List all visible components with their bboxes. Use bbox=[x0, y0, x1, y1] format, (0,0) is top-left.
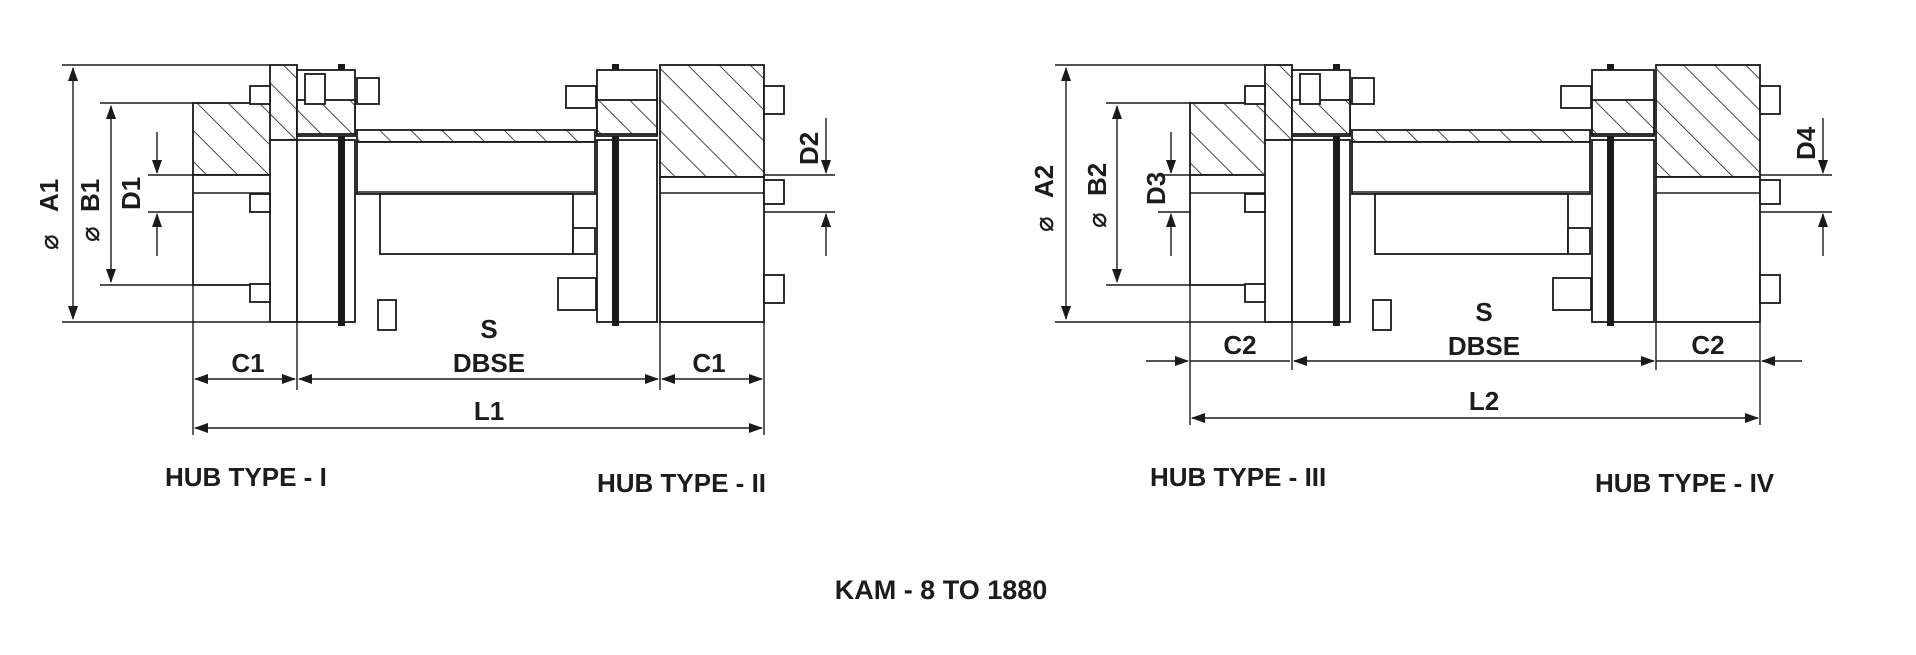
dim-l1-label: L1 bbox=[474, 396, 504, 426]
hub-type-iv-caption: HUB TYPE - IV bbox=[1595, 468, 1775, 498]
dim-b1-symbol: ⌀ bbox=[75, 226, 105, 242]
dim-s-label: S bbox=[1475, 297, 1492, 327]
dim-b2-label: B2 bbox=[1082, 163, 1112, 196]
dim-d3-label: D3 bbox=[1141, 172, 1171, 205]
dim-a2-label: A2 bbox=[1029, 165, 1059, 198]
dim-l2-label: L2 bbox=[1469, 386, 1499, 416]
hub-type-ii-caption: HUB TYPE - II bbox=[597, 468, 766, 498]
right-hub-section bbox=[659, 64, 765, 178]
dim-c1-right-label: C1 bbox=[692, 348, 725, 378]
dim-dbse-label: DBSE bbox=[453, 348, 525, 378]
hub-type-i-caption: HUB TYPE - I bbox=[165, 462, 327, 492]
diagram-title: KAM - 8 TO 1880 bbox=[835, 575, 1048, 605]
dim-d4-label: D4 bbox=[1791, 126, 1821, 160]
dim-b2-symbol: ⌀ bbox=[1082, 212, 1112, 228]
right-assembly: ⌀ A2 ⌀ B2 D3 D4 C2 S DBSE C2 bbox=[1029, 64, 1832, 498]
left-assembly: ⌀ A1 ⌀ B1 D1 D2 C1 S DBSE C1 L1 bbox=[34, 64, 835, 498]
dim-d2-label: D2 bbox=[794, 132, 824, 165]
right-hub-section bbox=[1655, 64, 1761, 178]
dim-a2-symbol: ⌀ bbox=[1029, 216, 1059, 232]
left-hub-flange bbox=[269, 139, 298, 323]
left-disc-pack bbox=[296, 139, 356, 323]
left-spacer bbox=[356, 141, 596, 195]
dim-c2-left-label: C2 bbox=[1223, 330, 1256, 360]
dim-a1-symbol: ⌀ bbox=[34, 234, 64, 250]
right-hub-body bbox=[659, 176, 765, 323]
right-spacer bbox=[1351, 141, 1591, 195]
right-spacer-section bbox=[1351, 129, 1591, 143]
dim-d1-label: D1 bbox=[116, 177, 146, 210]
left-hub-flange-section bbox=[269, 64, 298, 141]
right-disc-pack bbox=[1591, 139, 1655, 323]
dim-c2-right-label: C2 bbox=[1691, 330, 1724, 360]
dim-c1-left-label: C1 bbox=[231, 348, 264, 378]
dim-s-label: S bbox=[480, 314, 497, 344]
dim-dbse-label: DBSE bbox=[1448, 331, 1520, 361]
dim-b1-label: B1 bbox=[75, 179, 105, 212]
right-disc-pack bbox=[596, 139, 658, 323]
left-spacer-section bbox=[356, 129, 596, 143]
dim-a1-label: A1 bbox=[34, 179, 64, 212]
left-disc-pack bbox=[1291, 139, 1351, 323]
hub-type-iii-caption: HUB TYPE - III bbox=[1150, 462, 1326, 492]
right-hub-body bbox=[1655, 176, 1761, 323]
